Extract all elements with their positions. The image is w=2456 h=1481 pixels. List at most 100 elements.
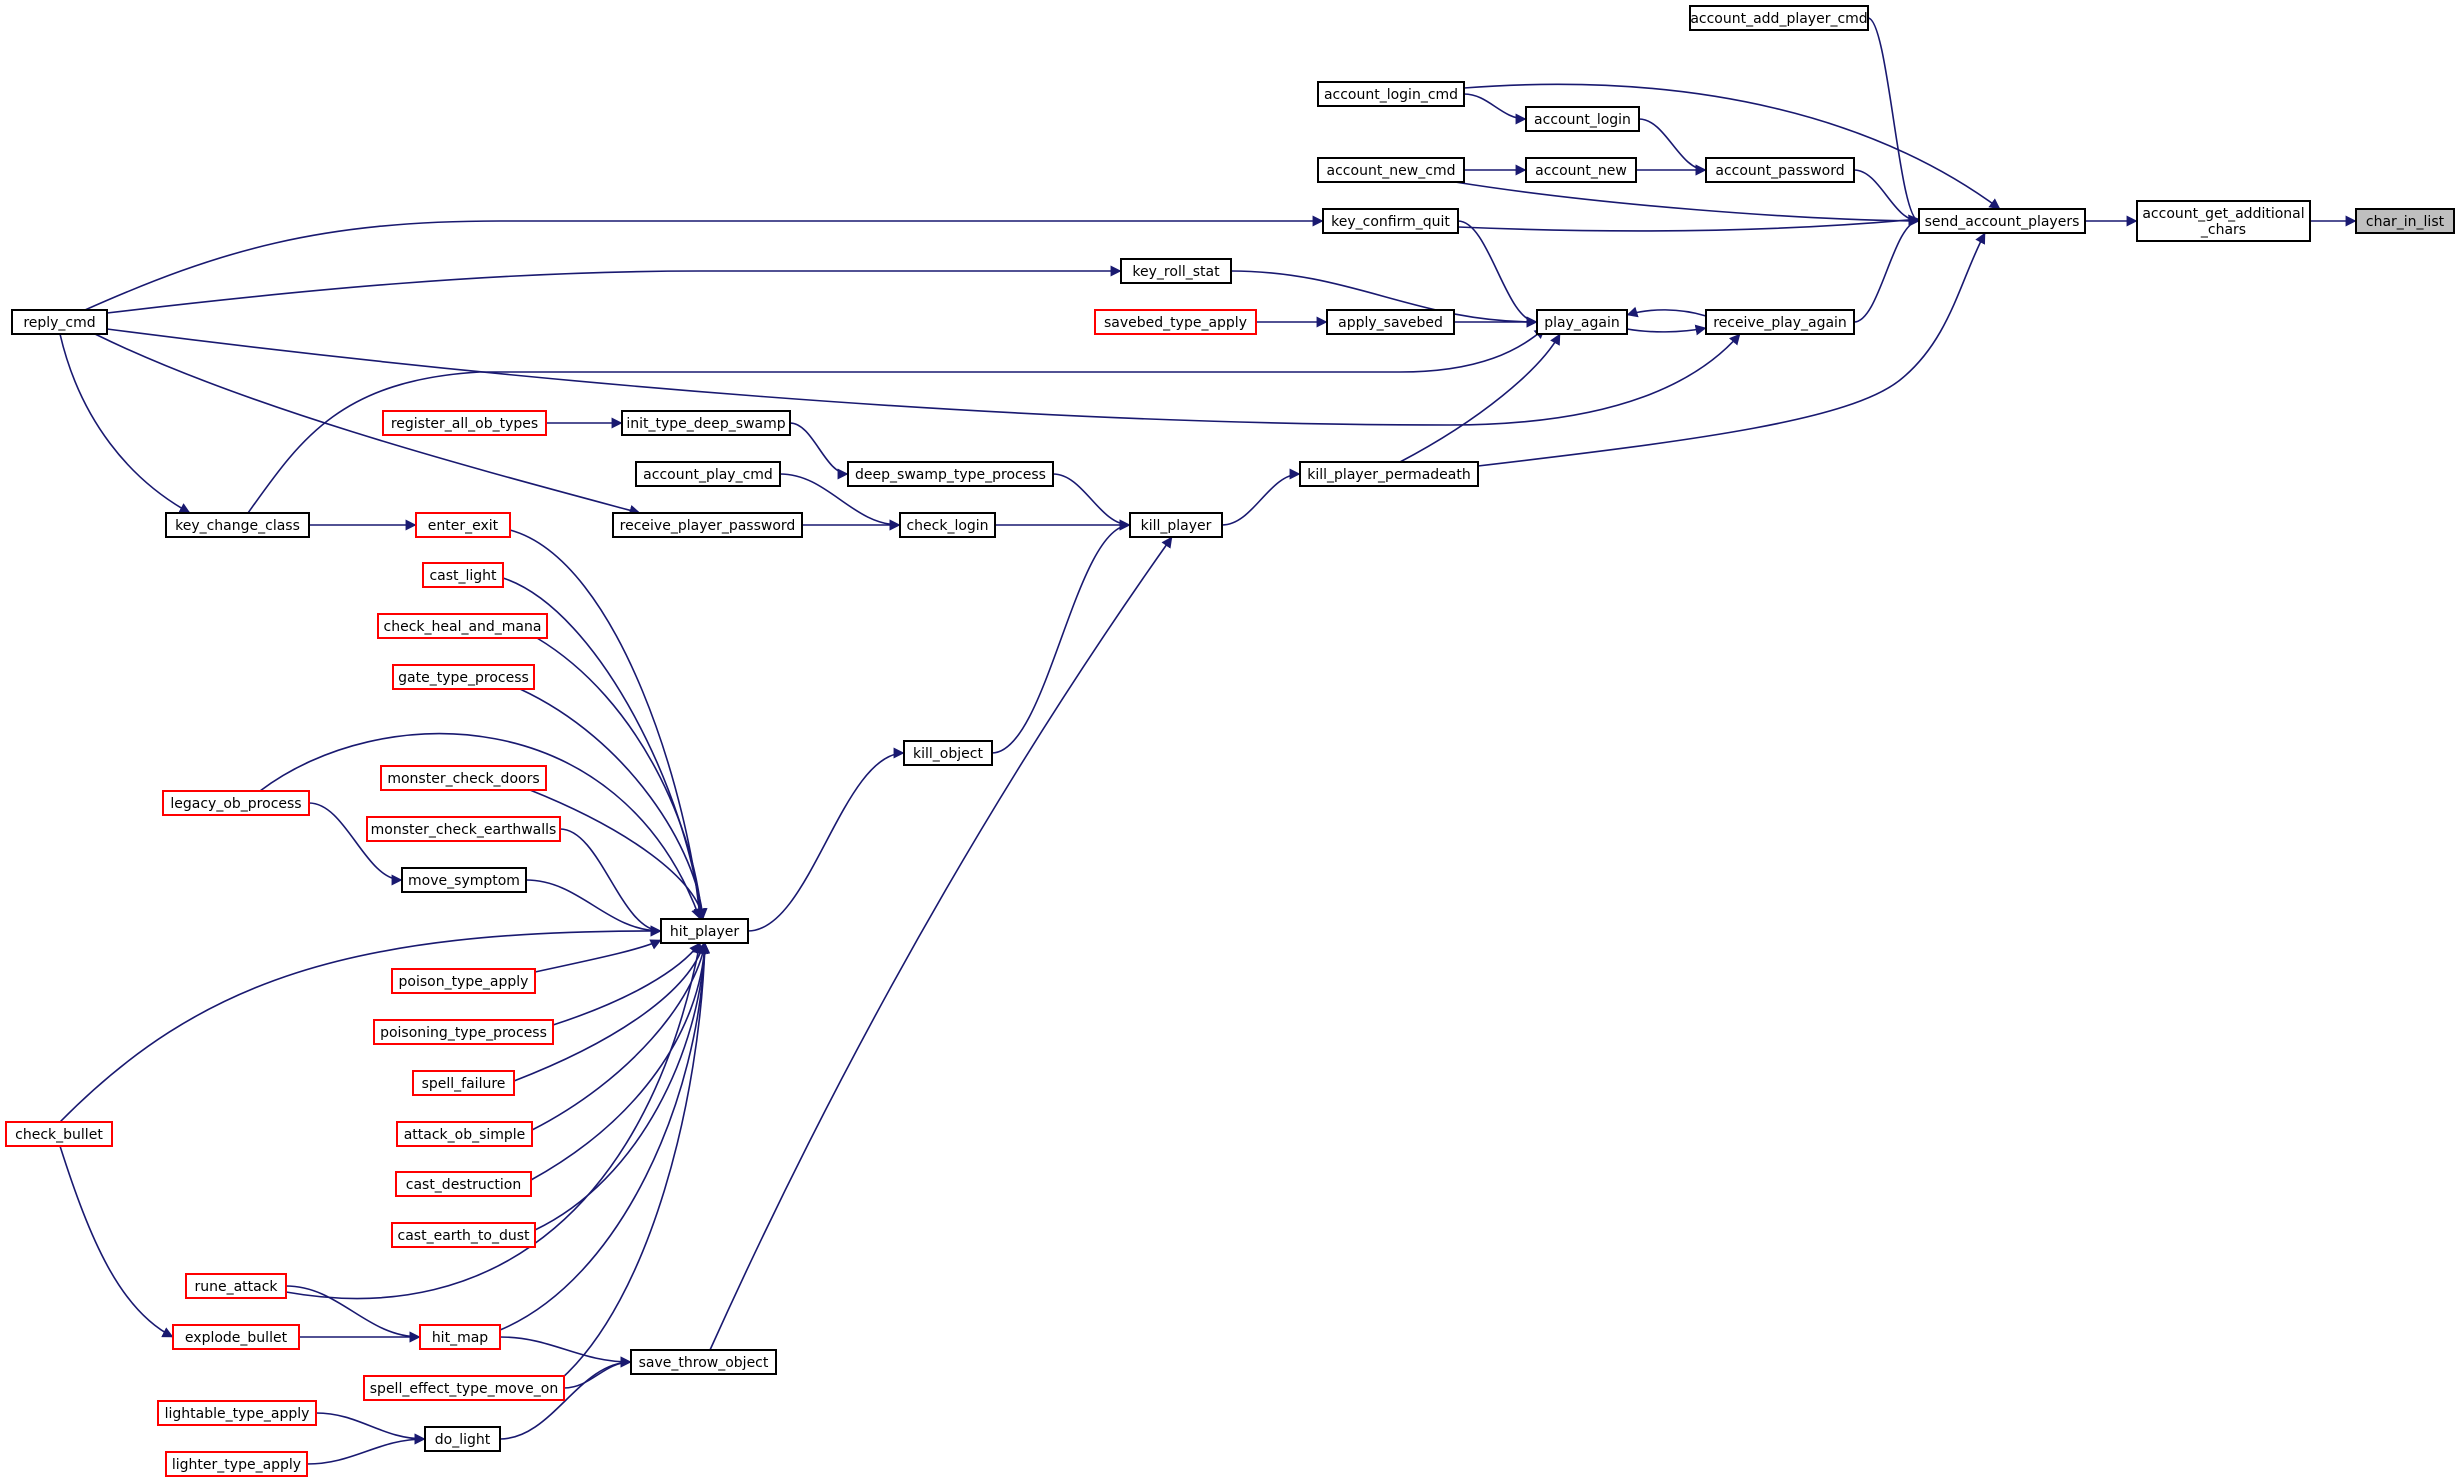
- node-cast-light[interactable]: cast_light: [422, 562, 504, 588]
- edge-arrow: [499, 1336, 632, 1368]
- node-kill-object[interactable]: kill_object: [903, 740, 993, 766]
- node-label: lightable_type_apply: [165, 1406, 310, 1422]
- node-apply-savebed[interactable]: apply_savebed: [1326, 309, 1455, 335]
- node-lighter-type-apply[interactable]: lighter_type_apply: [165, 1451, 308, 1477]
- edge-poison_type_apply-to-hit_player: [534, 939, 662, 973]
- node-register-all-ob-types[interactable]: register_all_ob_types: [382, 410, 547, 436]
- node-key-roll-stat[interactable]: key_roll_stat: [1120, 258, 1232, 284]
- node-check-bullet[interactable]: check_bullet: [5, 1121, 113, 1147]
- node-enter-exit[interactable]: enter_exit: [415, 512, 511, 538]
- node-hit-map[interactable]: hit_map: [419, 1324, 501, 1350]
- node-move-symptom[interactable]: move_symptom: [401, 867, 527, 893]
- node-key-change-class[interactable]: key_change_class: [165, 512, 310, 538]
- edge-account_login_cmd-to-send_account_players: [1463, 83, 2001, 210]
- node-label: spell_failure: [422, 1076, 506, 1092]
- node-hit-player[interactable]: hit_player: [660, 918, 749, 944]
- node-kill-player-permadeath[interactable]: kill_player_permadeath: [1299, 461, 1479, 487]
- node-cast-earth-to-dust[interactable]: cast_earth_to_dust: [391, 1222, 536, 1248]
- node-box: [165, 1451, 308, 1477]
- node-save-throw-object[interactable]: save_throw_object: [630, 1349, 777, 1375]
- node-send-account-players[interactable]: send_account_players: [1918, 208, 2086, 234]
- node-box: [412, 1070, 515, 1096]
- node-account-new[interactable]: account_new: [1525, 157, 1637, 183]
- edge-account_new_cmd-to-send_account_players: [1454, 181, 1920, 227]
- node-lightable-type-apply[interactable]: lightable_type_apply: [157, 1400, 317, 1426]
- node-label: do_light: [435, 1432, 491, 1448]
- edge-arrow: [502, 577, 706, 920]
- edge-legacy_ob_process-to-hit_player: [259, 732, 702, 920]
- node-cast-destruction[interactable]: cast_destruction: [395, 1171, 532, 1197]
- node-box: [415, 512, 511, 538]
- edge-arrow: [530, 942, 710, 1181]
- edge-arrow: [315, 1412, 426, 1445]
- node-label: monster_check_earthwalls: [371, 822, 557, 838]
- node-box: [373, 1019, 554, 1045]
- edge-arrow: [1399, 333, 1561, 463]
- edge-rune_attack-to-hit_player: [285, 942, 704, 1300]
- node-label: lighter_type_apply: [172, 1457, 301, 1473]
- edge-account_play_cmd-to-check_login: [779, 473, 901, 531]
- node-box: [185, 1273, 287, 1299]
- node-account-play-cmd[interactable]: account_play_cmd: [635, 461, 781, 487]
- node-explode-bullet[interactable]: explode_bullet: [172, 1324, 300, 1350]
- node-deep-swamp-type-process[interactable]: deep_swamp_type_process: [847, 461, 1054, 487]
- node-play-again[interactable]: play_again: [1536, 309, 1628, 335]
- edge-arrow: [1221, 468, 1301, 526]
- node-label: kill_player_permadeath: [1307, 467, 1470, 483]
- node-label: spell_effect_type_move_on: [370, 1381, 558, 1397]
- node-key-confirm-quit[interactable]: key_confirm_quit: [1322, 208, 1459, 234]
- node-monster-check-doors[interactable]: monster_check_doors: [380, 765, 547, 791]
- node-box: [1094, 309, 1257, 335]
- node-box: [396, 1121, 533, 1147]
- node-box: [1129, 512, 1223, 538]
- edge-cast_destruction-to-hit_player: [530, 942, 710, 1181]
- node-savebed-type-apply[interactable]: savebed_type_apply: [1094, 309, 1257, 335]
- node-label: move_symptom: [408, 873, 520, 889]
- edge-key_change_class-to-play_again: [247, 327, 1546, 514]
- node-box: [635, 461, 781, 487]
- edge-poisoning_type_process-to-hit_player: [552, 942, 701, 1026]
- node-do-light[interactable]: do_light: [424, 1426, 501, 1452]
- edge-kill_player-to-kill_player_permadeath: [1221, 468, 1301, 526]
- node-label: account_add_player_cmd: [1690, 11, 1867, 27]
- node-label: apply_savebed: [1338, 315, 1443, 331]
- edge-arrow: [1230, 270, 1538, 328]
- node-gate-type-process[interactable]: gate_type_process: [392, 664, 535, 690]
- node-box: [391, 968, 536, 994]
- node-reply-cmd[interactable]: reply_cmd: [11, 309, 108, 335]
- node-rune-attack[interactable]: rune_attack: [185, 1273, 287, 1299]
- edge-arrow: [106, 328, 1741, 426]
- node-poison-type-apply[interactable]: poison_type_apply: [391, 968, 536, 994]
- node-account-login-cmd[interactable]: account_login_cmd: [1317, 81, 1465, 107]
- node-check-login[interactable]: check_login: [899, 512, 996, 538]
- node-spell-failure[interactable]: spell_failure: [412, 1070, 515, 1096]
- node-box: [424, 1426, 501, 1452]
- node-init-type-deep-swamp[interactable]: init_type_deep_swamp: [621, 410, 791, 436]
- node-attack-ob-simple[interactable]: attack_ob_simple: [396, 1121, 533, 1147]
- node-legacy-ob-process[interactable]: legacy_ob_process: [162, 790, 310, 816]
- node-check-heal-and-mana[interactable]: check_heal_and_mana: [377, 613, 548, 639]
- node-label: monster_check_doors: [387, 771, 539, 787]
- edge-account_login_cmd-to-account_login: [1463, 93, 1527, 125]
- node-receive-play-again[interactable]: receive_play_again: [1705, 309, 1855, 335]
- node-account-get-additional-chars[interactable]: account_get_additional_chars: [2136, 200, 2311, 242]
- node-receive-player-password[interactable]: receive_player_password: [612, 512, 803, 538]
- edge-init_type_deep_swamp-to-deep_swamp_type_process: [789, 422, 849, 480]
- node-account-password[interactable]: account_password: [1705, 157, 1855, 183]
- node-monster-check-earthwalls[interactable]: monster_check_earthwalls: [366, 816, 561, 842]
- node-kill-player[interactable]: kill_player: [1129, 512, 1223, 538]
- node-account-login[interactable]: account_login: [1525, 106, 1640, 132]
- edge-account_password-to-send_account_players: [1853, 169, 1920, 227]
- edge-reply_cmd-to-key_change_class: [59, 333, 191, 514]
- edge-spell_effect_type_move_on-to-hit_player: [559, 942, 711, 1381]
- node-spell-effect-type-move-on[interactable]: spell_effect_type_move_on: [363, 1375, 565, 1401]
- node-box: [391, 1222, 536, 1248]
- node-box: [1705, 157, 1855, 183]
- edge-reply_cmd-to-key_confirm_quit: [84, 215, 1324, 311]
- node-box: [422, 562, 504, 588]
- node-poisoning-type-process[interactable]: poisoning_type_process: [373, 1019, 554, 1045]
- edge-hit_map-to-save_throw_object: [499, 1336, 632, 1368]
- node-account-add-player-cmd[interactable]: account_add_player_cmd: [1689, 5, 1869, 31]
- node-char-in-list[interactable]: char_in_list: [2355, 208, 2455, 234]
- node-account-new-cmd[interactable]: account_new_cmd: [1317, 157, 1465, 183]
